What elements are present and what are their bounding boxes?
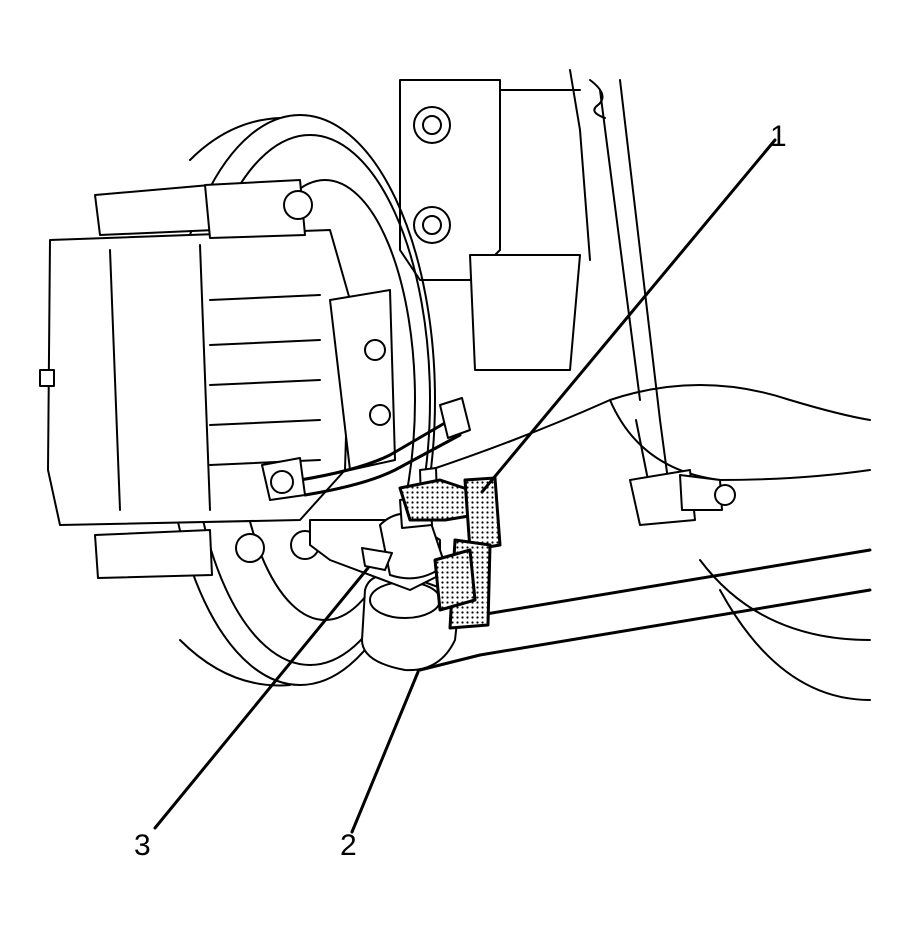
caliper-bolt-lower-icon (235, 533, 265, 563)
stabilizer-link (629, 419, 736, 526)
strut-assembly (399, 69, 606, 371)
lower-control-arm (361, 548, 872, 672)
highlighted-ball-joint (398, 476, 502, 630)
hose-bracket-bolt-icon (270, 470, 294, 494)
callout-2: 2 (340, 829, 357, 862)
tie-rod-end (309, 467, 446, 591)
frame-background (429, 79, 871, 701)
leader-line-1 (480, 138, 777, 494)
callout-labels: 1 2 3 (134, 120, 787, 862)
leader-line-3 (153, 566, 370, 830)
callout-1: 1 (770, 120, 787, 153)
link-nut-icon (714, 484, 736, 506)
steering-knuckle (261, 289, 471, 501)
brake-caliper (39, 179, 351, 579)
callout-3: 3 (134, 829, 151, 862)
leader-lines (153, 138, 777, 834)
caliper-bolt-upper-icon (283, 190, 313, 220)
leader-line-2 (350, 670, 420, 834)
